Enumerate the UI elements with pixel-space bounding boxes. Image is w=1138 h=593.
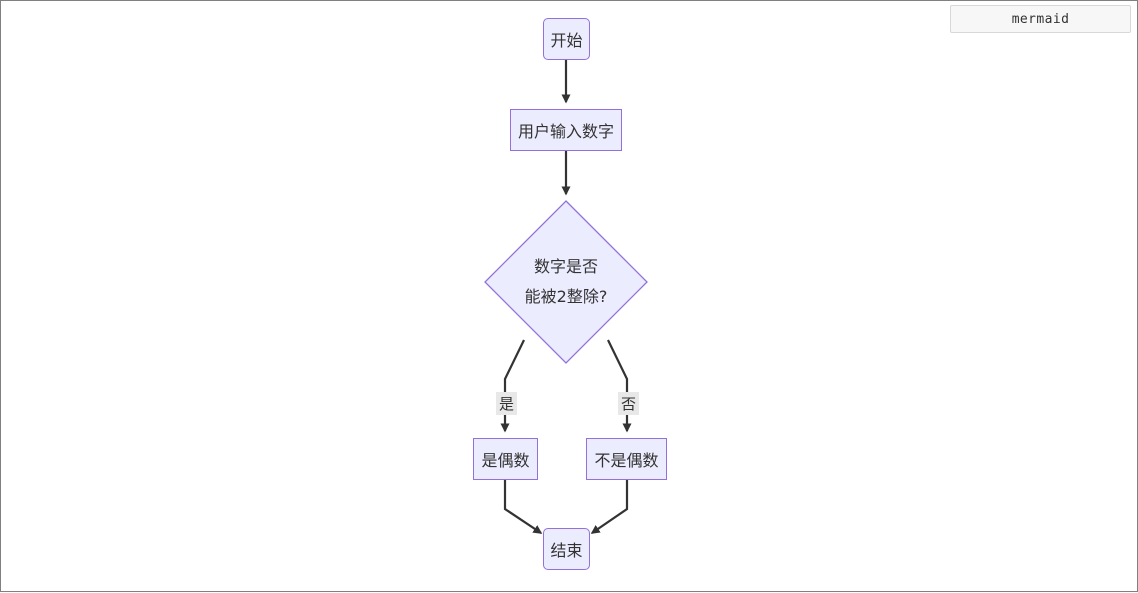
edge-even-to-end bbox=[503, 480, 543, 534]
node-end[interactable]: 结束 bbox=[543, 528, 590, 570]
node-even[interactable]: 是偶数 bbox=[473, 438, 538, 480]
node-even-label: 是偶数 bbox=[481, 451, 530, 470]
edge-label-no: 否 bbox=[618, 392, 640, 415]
edge-label-yes-text: 是 bbox=[499, 395, 515, 413]
edge-decision-to-even bbox=[500, 339, 525, 433]
mermaid-badge-label: mermaid bbox=[1011, 11, 1070, 27]
node-input[interactable]: 用户输入数字 bbox=[510, 109, 622, 151]
edge-label-yes: 是 bbox=[496, 392, 518, 415]
edge-label-no-text: 否 bbox=[621, 395, 637, 413]
edge-decision-to-odd bbox=[607, 339, 632, 433]
mermaid-badge[interactable]: mermaid bbox=[950, 5, 1131, 33]
node-decision-shape[interactable] bbox=[484, 200, 648, 364]
node-odd[interactable]: 不是偶数 bbox=[586, 438, 667, 480]
node-input-label: 用户输入数字 bbox=[517, 122, 614, 141]
edge-odd-to-end bbox=[590, 480, 629, 534]
node-end-label: 结束 bbox=[550, 541, 583, 560]
node-start[interactable]: 开始 bbox=[543, 18, 590, 60]
node-start-label: 开始 bbox=[550, 31, 583, 50]
node-odd-label: 不是偶数 bbox=[594, 451, 659, 470]
